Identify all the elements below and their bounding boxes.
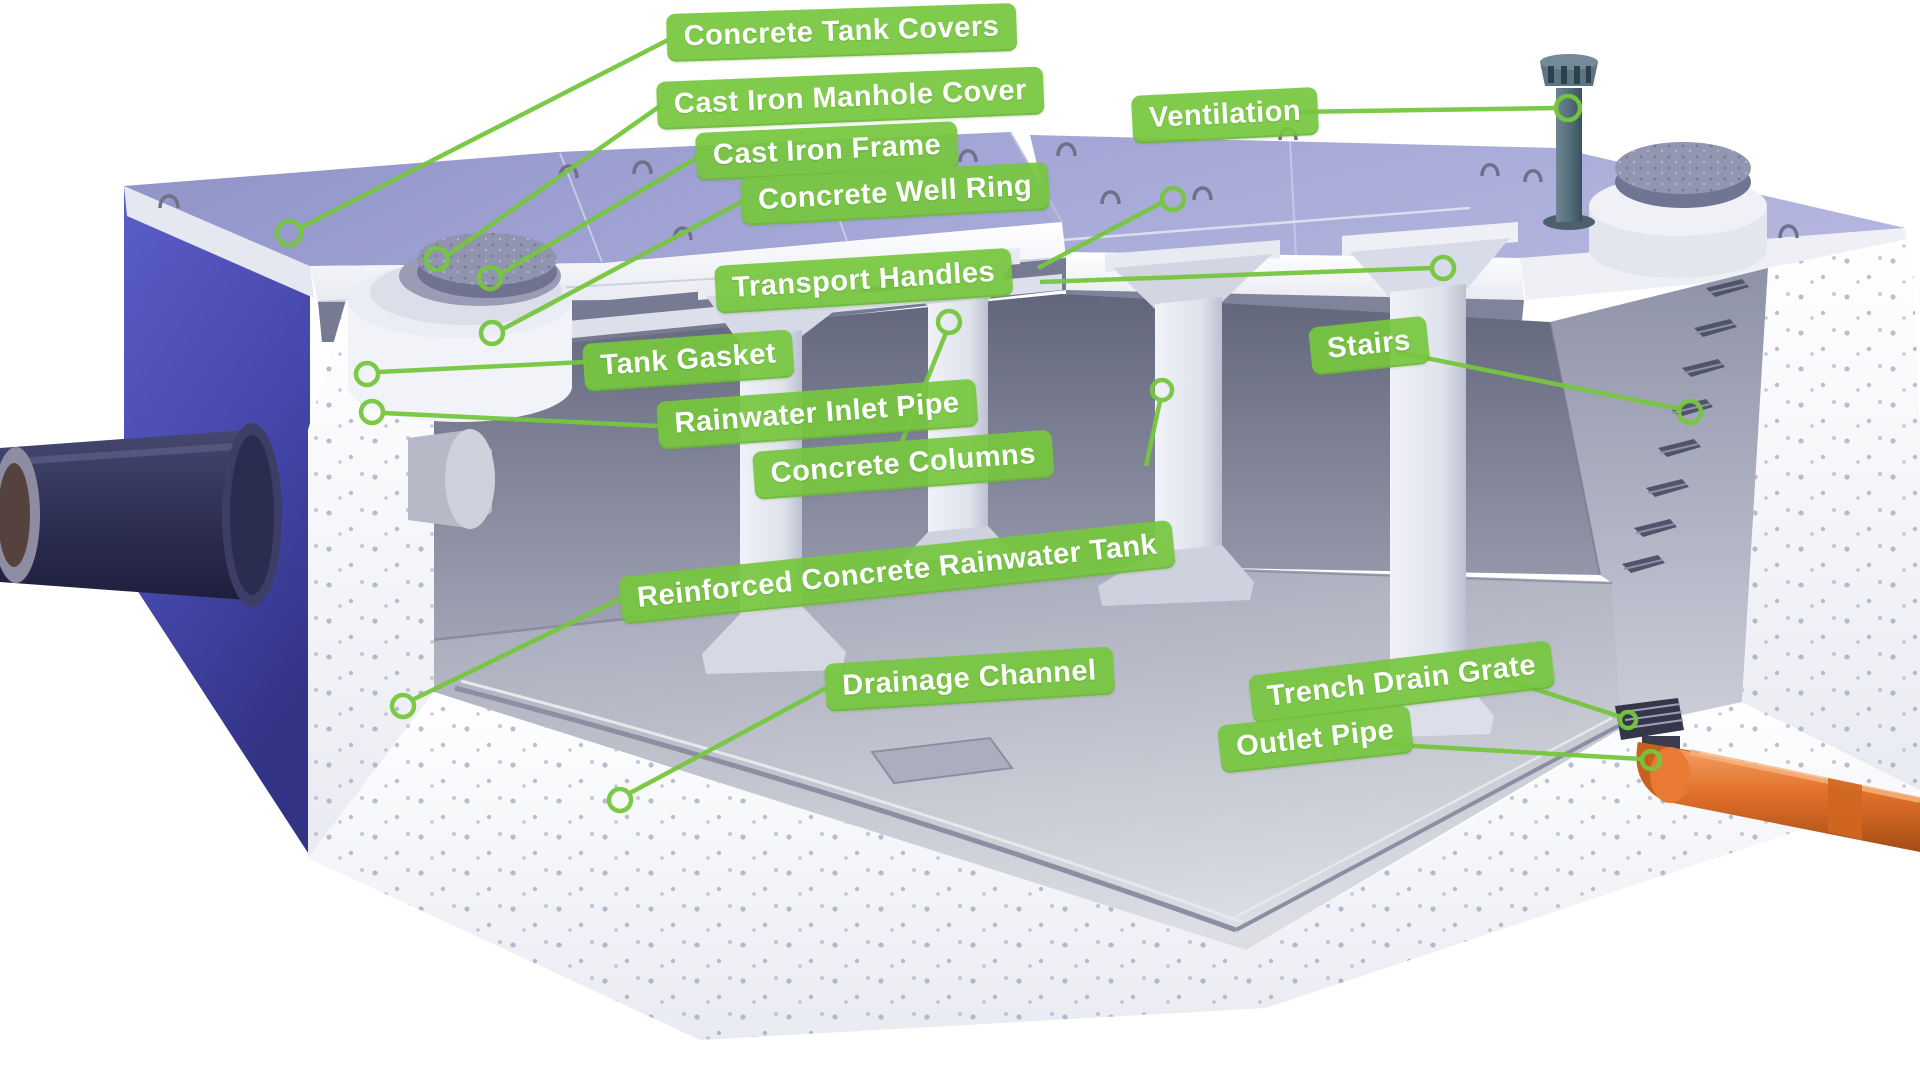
rainwater-inlet-pipe-part (0, 423, 495, 607)
leader-outlet-pipe (1379, 741, 1643, 762)
leader-concrete-well-ring (501, 198, 747, 331)
manhole-left (348, 233, 572, 422)
leader-tank-gasket (377, 359, 586, 375)
cutaway-concrete-faces (308, 238, 1920, 1040)
ventilation-pipe (1540, 54, 1598, 230)
leader-lines (274, 37, 1704, 814)
leader-stairs (1395, 349, 1681, 412)
leader-ventilation (1293, 105, 1557, 115)
label-ventilation: Ventilation (1131, 86, 1320, 144)
leader-cast-iron-frame (498, 154, 702, 276)
manhole-right (1589, 142, 1767, 278)
leader-transport-handles-1 (1036, 200, 1165, 270)
leader-concrete-columns-2 (1143, 400, 1163, 467)
leader-transport-handles-2 (1039, 265, 1433, 285)
leader-concrete-tank-covers (298, 37, 670, 231)
leader-drainage-channel (628, 686, 828, 795)
leader-rainwater-inlet-pipe (382, 410, 659, 429)
leader-cast-iron-manhole-cover (446, 104, 662, 257)
concrete-column-middle-right (1098, 240, 1280, 606)
leader-reinforced-tank (411, 595, 623, 703)
